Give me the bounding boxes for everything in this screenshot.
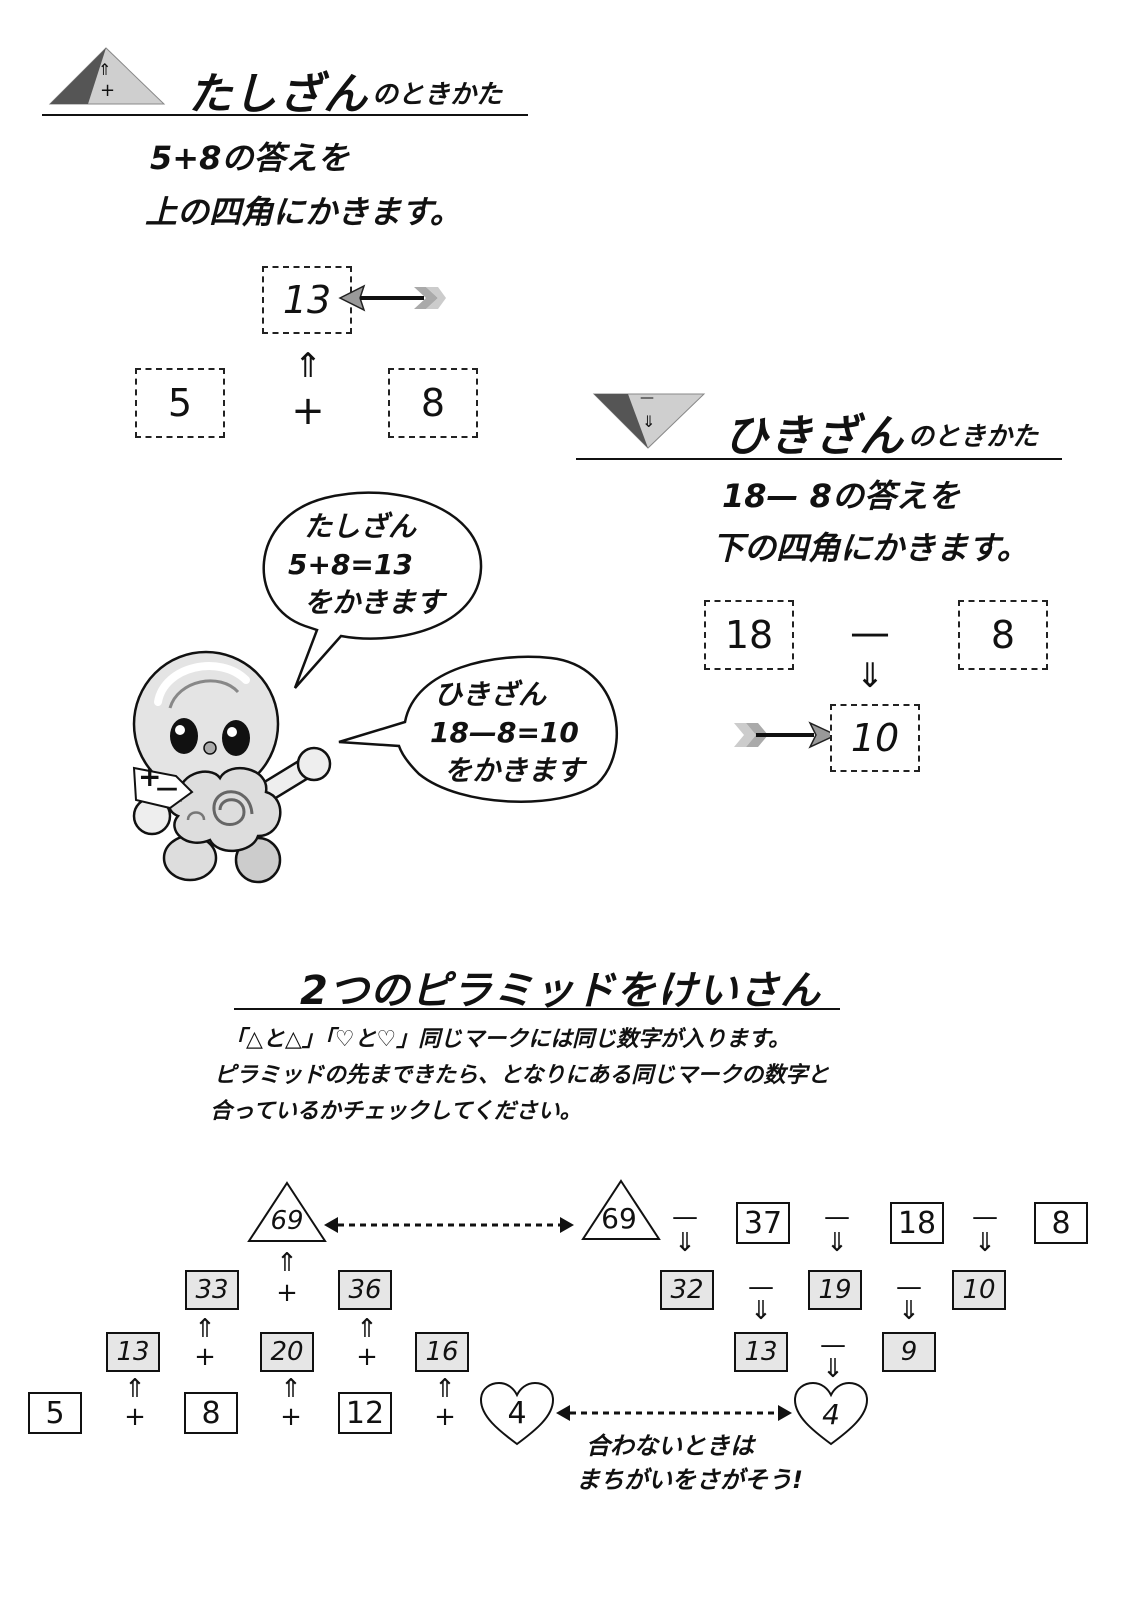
add-plus: + (434, 1402, 456, 1432)
addition-underline (42, 114, 528, 116)
heart-shape (479, 1381, 555, 1446)
bubble-sub-line1: ひきざん (434, 678, 547, 711)
sub-down-arrow: ⇓ (674, 1228, 696, 1258)
heart-shape (793, 1381, 869, 1446)
subtraction-icon (592, 393, 706, 449)
add-up-arrow: ⇑ (356, 1314, 378, 1344)
sub-minus: — (972, 1202, 998, 1232)
add-plus: + (356, 1342, 378, 1372)
add-heart-value: 4 (507, 1396, 527, 1431)
dotted-double-arrow (556, 1405, 792, 1421)
minus-icon: — (640, 390, 654, 406)
subtraction-result-box: 10 (830, 704, 920, 772)
sub-down-arrow: ⇓ (750, 1296, 772, 1326)
sub-row2-box: 32 (660, 1270, 714, 1310)
arrow-left-icon (338, 284, 446, 312)
subtraction-left-box: 18 (704, 600, 794, 670)
sub-heart-value: 4 (822, 1398, 840, 1431)
add-row3-box: 8 (184, 1392, 238, 1434)
subtraction-instruction-1: 18— 8の答えを (722, 477, 960, 515)
addition-result-box: 13 (262, 266, 352, 334)
mascot-minus-icon: — (156, 776, 178, 801)
sub-down-arrow: ⇓ (826, 1228, 848, 1258)
speech-bubble-subtraction (338, 655, 618, 803)
add-row2-box: 13 (106, 1332, 160, 1372)
pyramid-title: 2つのピラミッドをけいさん (300, 968, 821, 1014)
sub-row2-box: 19 (808, 1270, 862, 1310)
dotted-double-arrow (324, 1217, 574, 1233)
subtraction-minus: — (850, 610, 890, 656)
addition-instruction-2: 上の四角にかきます。 (145, 193, 462, 231)
add-row2-box: 20 (260, 1332, 314, 1372)
subtraction-underline (576, 458, 1062, 460)
add-up-arrow: ⇑ (280, 1374, 302, 1404)
speech-bubble-addition (262, 491, 483, 689)
down-arrow-icon: ⇓ (642, 412, 656, 431)
sub-row2-box: 10 (952, 1270, 1006, 1310)
addition-instruction-1: 5+8の答えを (150, 139, 350, 177)
add-up-arrow: ⇑ (124, 1374, 146, 1404)
bubble-sub-line3: をかきます (444, 754, 585, 787)
bubble-add-line2: 5+8=13 (288, 548, 413, 581)
addition-title: たしざん (188, 69, 368, 120)
sub-minus: — (820, 1330, 846, 1360)
add-up-arrow: ⇑ (194, 1314, 216, 1344)
sub-minus: — (748, 1272, 774, 1302)
sub-down-arrow: ⇓ (822, 1354, 844, 1384)
mascot-character (132, 650, 332, 884)
sub-down-arrow: ⇓ (898, 1296, 920, 1326)
addition-up-arrow: ⇑ (293, 346, 323, 386)
add-up-arrow: ⇑ (276, 1248, 298, 1278)
add-plus: + (276, 1278, 298, 1308)
pyramid-desc-3: 合っているかチェックしてください。 (210, 1099, 582, 1124)
add-triangle-value: 69 (270, 1206, 304, 1236)
add-row3-box: 5 (28, 1392, 82, 1434)
sub-row1-box: 8 (1034, 1202, 1088, 1244)
pyramid-desc-1: 「△と△」「♡と♡」同じマークには同じ数字が入ります。 (224, 1027, 791, 1052)
sub-down-arrow: ⇓ (974, 1228, 996, 1258)
add-row2-box: 16 (415, 1332, 469, 1372)
add-plus: + (194, 1342, 216, 1372)
subtraction-title: ひきざん (724, 411, 904, 462)
sub-row3-box: 13 (734, 1332, 788, 1372)
sub-minus: — (824, 1202, 850, 1232)
add-plus: + (124, 1402, 146, 1432)
mascot-plus-icon: + (138, 760, 162, 793)
addition-title-suffix: のときかた (372, 80, 503, 110)
triangle-shape (247, 1181, 327, 1242)
sub-minus: — (672, 1202, 698, 1232)
pyramid-underline (234, 1008, 840, 1010)
bubble-add-line3: をかきます (304, 586, 445, 619)
note-line1: 合わないときは (586, 1432, 754, 1460)
addition-icon (48, 47, 166, 105)
sub-row1-box: 18 (890, 1202, 944, 1244)
triangle-shape (581, 1179, 661, 1240)
pyramid-desc-2: ピラミッドの先まできたら、となりにある同じマークの数字と (214, 1063, 830, 1088)
bubble-add-line1: たしざん (304, 510, 417, 543)
add-row1-box: 33 (185, 1270, 239, 1310)
addition-plus: + (291, 388, 325, 434)
bubble-sub-line2: 18—8=10 (430, 716, 579, 749)
note-line2: まちがいをさがそう! (576, 1466, 803, 1494)
add-row1-box: 36 (338, 1270, 392, 1310)
subtraction-instruction-2: 下の四角にかきます。 (712, 529, 1029, 567)
subtraction-right-box: 8 (958, 600, 1048, 670)
addition-left-box: 5 (135, 368, 225, 438)
sub-row3-box: 9 (882, 1332, 936, 1372)
plus-icon: + (100, 80, 116, 101)
add-row3-box: 12 (338, 1392, 392, 1434)
add-up-arrow: ⇑ (434, 1374, 456, 1404)
subtraction-down-arrow: ⇓ (855, 656, 885, 696)
sub-row1-box: 37 (736, 1202, 790, 1244)
subtraction-title-suffix: のときかた (908, 422, 1039, 452)
sub-triangle-value: 69 (601, 1202, 637, 1235)
sub-minus: — (896, 1272, 922, 1302)
up-arrow-icon: ⇑ (98, 60, 112, 79)
add-plus: + (280, 1402, 302, 1432)
arrow-right-icon (734, 721, 838, 749)
addition-right-box: 8 (388, 368, 478, 438)
